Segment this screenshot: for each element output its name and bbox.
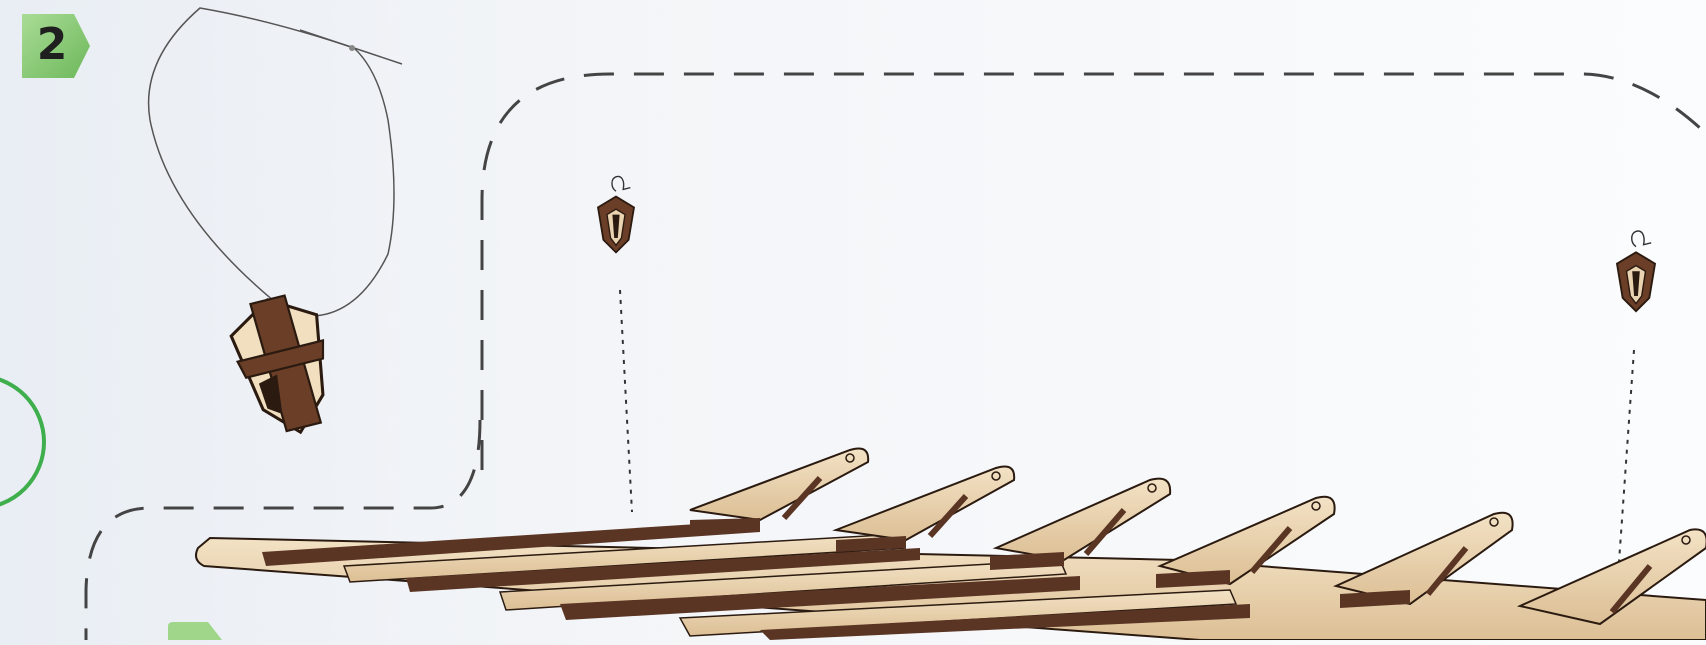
large-pendant-detail <box>149 8 402 443</box>
dashed-enclosure-top <box>482 74 1700 470</box>
dashed-enclosure-left <box>86 420 480 640</box>
hanger-right <box>1617 231 1655 311</box>
hanger-left <box>598 176 634 252</box>
dotted-line-right <box>1618 350 1634 576</box>
dotted-line-left <box>620 290 632 512</box>
wooden-rack-frame <box>196 449 1706 641</box>
